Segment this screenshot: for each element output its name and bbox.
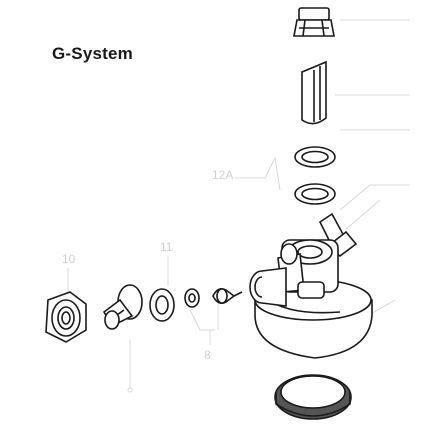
- callout-8: 8: [204, 348, 211, 362]
- diagram-title: G-System: [52, 44, 133, 63]
- leader-lines: [67, 19, 410, 393]
- top-nut-icon: [293, 7, 335, 37]
- wing-nut-icon: [45, 291, 87, 343]
- o-ring-icon: [149, 288, 175, 322]
- bottom-seal-icon: [274, 374, 352, 420]
- hose-tail-icon: [102, 284, 143, 330]
- side-outlet-icon: [249, 267, 287, 307]
- dip-tube-icon: [301, 60, 327, 125]
- callout-12a: 12A: [212, 168, 234, 182]
- upper-washer-icon: [294, 146, 336, 168]
- small-washer-icon: [184, 288, 200, 308]
- parts: [45, 7, 373, 420]
- lower-washer-icon: [294, 183, 336, 205]
- callout-10: 10: [62, 252, 76, 266]
- callout-11: 11: [160, 240, 173, 254]
- check-valve-icon: [212, 288, 243, 304]
